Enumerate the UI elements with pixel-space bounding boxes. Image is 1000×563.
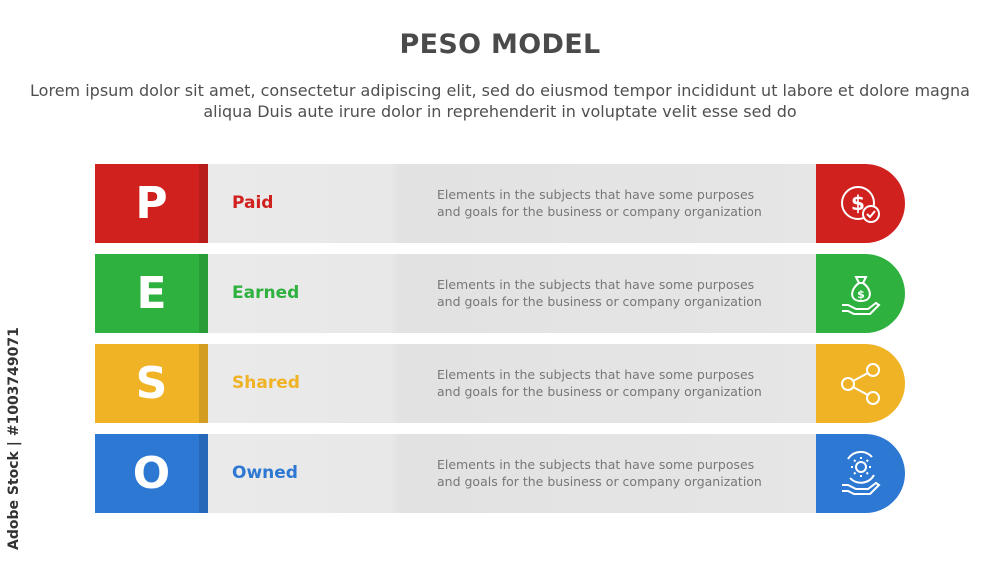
row-bar (95, 434, 855, 513)
row-cap (816, 434, 905, 513)
row-letter: S (135, 358, 168, 409)
row-label: Owned (232, 463, 298, 483)
peso-row-paid: P Paid Elements in the subjects that hav… (95, 164, 905, 243)
row-label: Shared (232, 373, 300, 393)
row-cap: $ (816, 164, 905, 243)
peso-row-shared: S Shared Elements in the subjects that h… (95, 344, 905, 423)
share-icon (840, 362, 880, 405)
svg-text:$: $ (857, 288, 865, 301)
row-letter: O (132, 448, 171, 499)
svg-text:$: $ (851, 191, 865, 215)
money-bag-hand-icon: $ (841, 275, 881, 315)
watermark-label: Adobe Stock | #1003749071 (6, 327, 22, 550)
row-bar (95, 164, 855, 243)
letter-box-s: S (95, 344, 208, 423)
row-description: Elements in the subjects that have some … (437, 457, 762, 489)
row-cap (816, 344, 905, 423)
gear-hand-icon (841, 450, 881, 495)
letter-box-o: O (95, 434, 208, 513)
row-label: Earned (232, 283, 300, 303)
peso-row-owned: O Owned Elements in the subjects that ha… (95, 434, 905, 513)
row-description: Elements in the subjects that have some … (437, 277, 762, 309)
peso-row-earned: E Earned Elements in the subjects that h… (95, 254, 905, 333)
row-description: Elements in the subjects that have some … (437, 187, 762, 219)
row-letter: E (136, 268, 167, 319)
dollar-check-icon: $ (840, 185, 880, 223)
letter-box-p: P (95, 164, 208, 243)
row-description: Elements in the subjects that have some … (437, 367, 762, 399)
row-bar (95, 254, 855, 333)
row-label: Paid (232, 193, 274, 213)
page-title: PESO MODEL (399, 29, 601, 60)
row-bar (95, 344, 855, 423)
page-subtitle: Lorem ipsum dolor sit amet, consectetur … (30, 81, 970, 121)
letter-box-e: E (95, 254, 208, 333)
row-cap: $ (816, 254, 905, 333)
row-letter: P (135, 178, 168, 229)
